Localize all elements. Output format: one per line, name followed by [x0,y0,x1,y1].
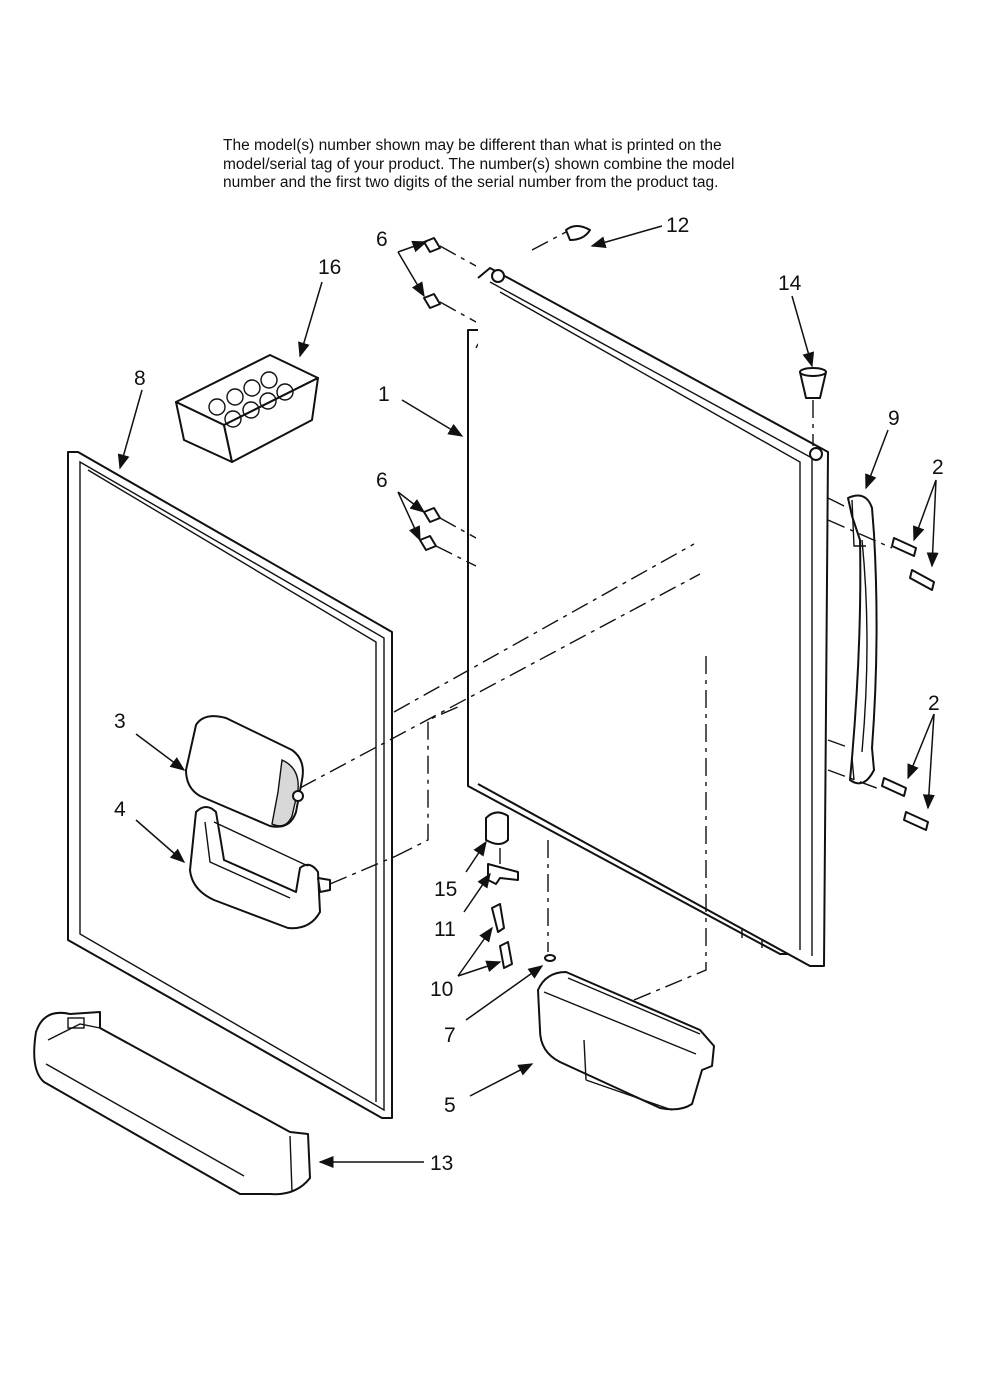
leader-arrows [117,225,939,1168]
model-number-note: The model(s) number shown may be differe… [223,137,823,193]
callout-10: 10 [430,978,453,1001]
alignment-lines [299,231,893,1001]
callout-12: 12 [666,214,689,237]
callout-14: 14 [778,272,802,295]
door-handle [847,494,878,785]
hole-plug [565,225,591,241]
callout-9: 9 [888,407,900,430]
ice-tray [175,354,319,463]
screws [419,237,935,831]
callout-11: 11 [434,918,456,941]
screw-upper [491,903,505,933]
callout-7: 7 [444,1024,456,1047]
stop-bracket [487,863,519,885]
callout-13: 13 [430,1152,453,1175]
callout-1: 1 [378,383,390,406]
nut [544,954,556,962]
callout-2-upper: 2 [932,456,944,479]
door-bin [537,971,715,1111]
dispenser-cover [185,715,304,828]
callout-15: 15 [434,878,457,901]
door-stop-assembly [485,811,556,969]
hinge-bushing [799,367,827,399]
note-line-2: model/serial tag of your product. The nu… [223,155,735,173]
callout-4: 4 [114,798,126,821]
callout-3: 3 [114,710,126,733]
door-stop [485,811,509,845]
door-gasket-frame [477,267,829,967]
lower-door-bin [33,1011,311,1196]
callout-6-upper: 6 [376,228,388,251]
callout-labels: 1 2 2 3 4 5 6 6 7 8 9 10 11 12 13 14 15 … [114,214,944,1175]
note-line-3: number and the first two digits of the s… [223,174,719,191]
note-line-1: The model(s) number shown may be differe… [223,137,722,154]
callout-2-lower: 2 [928,692,940,715]
callout-8: 8 [134,367,146,390]
callout-5: 5 [444,1094,456,1117]
dispenser-shelf [189,806,331,930]
screw-lower [499,941,513,969]
callout-6-lower: 6 [376,469,388,492]
callout-16: 16 [318,256,341,279]
